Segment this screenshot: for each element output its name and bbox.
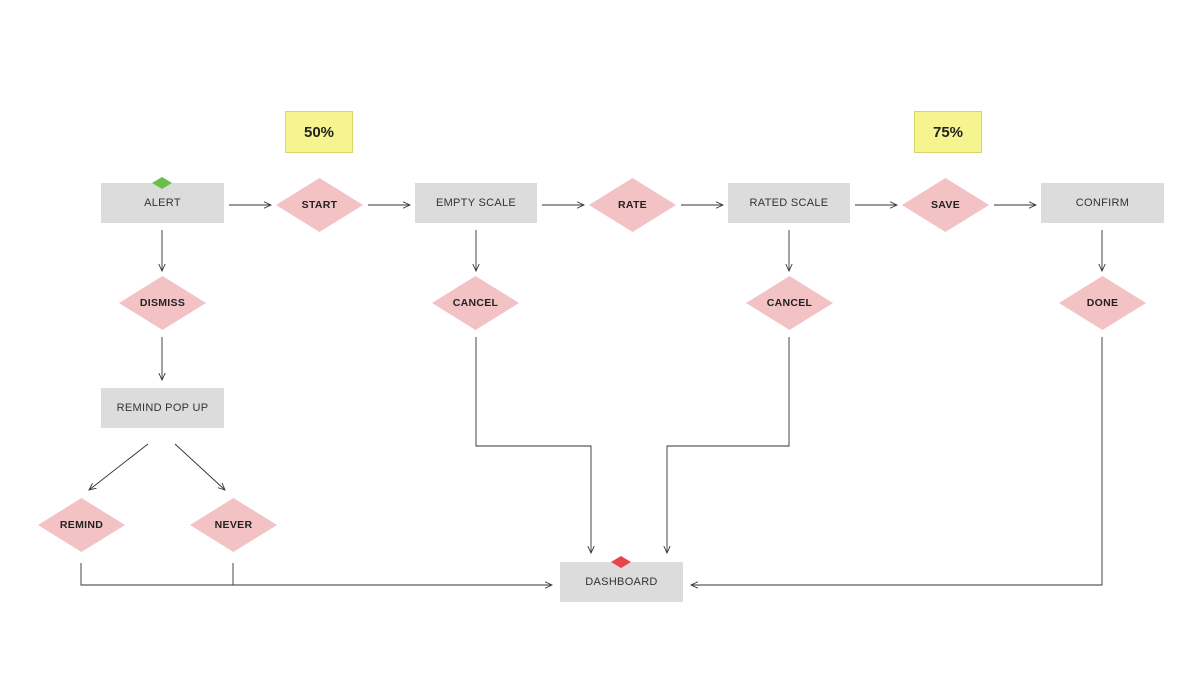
decision-label: CANCEL [452,297,499,309]
diamond-shape [38,498,125,552]
decision-never: NEVER [190,498,277,552]
decision-save: SAVE [902,178,989,232]
step-rated-scale: RATED SCALE [728,183,850,223]
decision-cancel-rated: CANCEL [746,276,833,330]
step-empty-scale: EMPTY SCALE [415,183,537,223]
step-dashboard: DASHBOARD [560,562,683,602]
decision-label: NEVER [214,519,253,531]
diamond-shape [432,276,519,330]
diamond-shape [119,276,206,330]
diamond-shape [589,178,676,232]
line-done-to-dashboard [691,337,1103,585]
progress-badge-50: 50% [285,111,353,153]
arrow-popup-to-never [174,443,225,490]
decision-remind: REMIND [38,498,125,552]
end-marker-icon [611,556,631,568]
line-remind-to-dashboard [80,563,552,585]
decision-dismiss: DISMISS [119,276,206,330]
line-cancel-1-to-dashboard [475,337,591,553]
decision-label: START [301,199,338,211]
step-remind-popup: REMIND POP UP [101,388,224,428]
diamond-shape [1059,276,1146,330]
decision-label: SAVE [930,199,960,211]
diamond-shape [746,276,833,330]
arrow-popup-to-remind [89,443,149,490]
start-marker-icon [152,177,172,189]
decision-start: START [276,178,363,232]
diamond-shape [190,498,277,552]
line-cancel-2-to-dashboard [667,337,790,553]
step-confirm: CONFIRM [1041,183,1164,223]
decision-rate: RATE [589,178,676,232]
decision-label: REMIND [59,519,104,531]
decision-label: RATE [617,199,647,211]
decision-done: DONE [1059,276,1146,330]
diamond-shape [902,178,989,232]
diamond-shape [276,178,363,232]
decision-label: DONE [1086,297,1119,309]
progress-badge-75: 75% [914,111,982,153]
decision-cancel-empty: CANCEL [432,276,519,330]
decision-label: CANCEL [766,297,813,309]
decision-label: DISMISS [139,297,186,309]
step-alert: ALERT [101,183,224,223]
